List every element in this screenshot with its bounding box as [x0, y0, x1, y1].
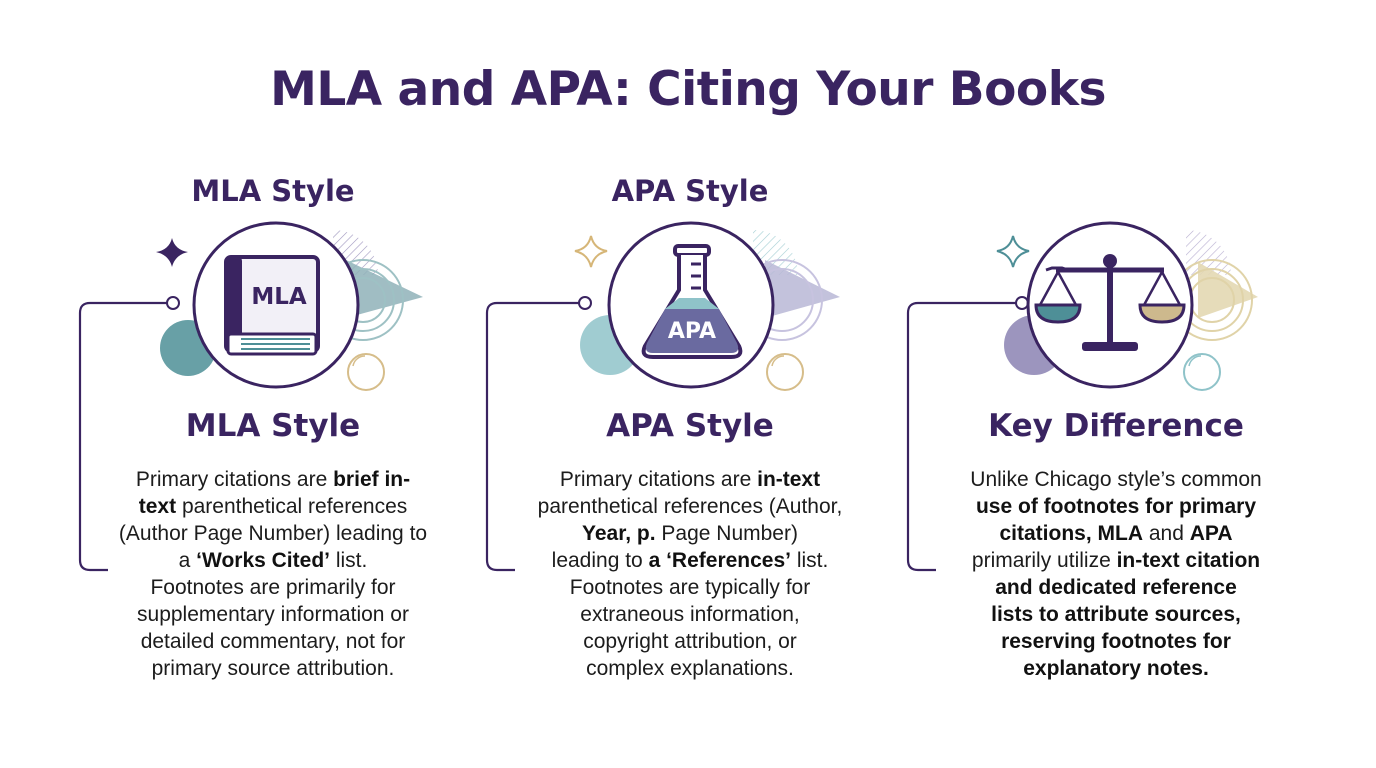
body-line: lists to attribute sources, [906, 601, 1326, 628]
book-icon: MLA [224, 255, 320, 356]
body-text: parenthetical references [176, 495, 408, 518]
bold-text: lists to attribute sources, [991, 603, 1241, 626]
body-line: extraneous information, [485, 601, 895, 628]
body-text: Primary citations are [559, 468, 758, 491]
key-difference-illustration [996, 221, 1258, 391]
bold-text: APA [1189, 522, 1233, 545]
body-text: list. [329, 549, 368, 572]
body-text: leading to [551, 549, 649, 572]
bold-text: brief in- [333, 468, 411, 491]
body-text: (Author Page Number) leading to [118, 522, 428, 545]
column-body: Unlike Chicago style’s common use of foot… [906, 466, 1326, 682]
column-heading: Key Difference [988, 408, 1244, 444]
body-text: Page Number) [655, 522, 798, 545]
body-text: copyright attribution, or [583, 630, 797, 653]
body-text: complex explanations. [586, 657, 794, 680]
body-line: Footnotes are typically for [485, 574, 895, 601]
body-line: complex explanations. [485, 655, 895, 682]
body-line: primarily utilize in-text citation [906, 547, 1326, 574]
body-line: text parenthetical references [78, 493, 468, 520]
column-body: Primary citations are brief in-text pare… [78, 466, 468, 682]
body-line: explanatory notes. [906, 655, 1326, 682]
body-line: Primary citations are brief in- [78, 466, 468, 493]
bold-text: explanatory notes. [1023, 657, 1209, 680]
column-heading: APA Style [606, 408, 774, 444]
body-text: list. [791, 549, 829, 572]
bold-text: in-text citation [1116, 549, 1261, 572]
mla-illustration: MLA [156, 221, 423, 391]
bold-text: ‘Works Cited’ [196, 549, 330, 572]
connector-line [485, 296, 592, 572]
body-line: primary source attribution. [78, 655, 468, 682]
mla-column: MLA MLA Style MLA Style Primary citation… [78, 0, 468, 768]
body-line: and dedicated reference [906, 574, 1326, 601]
body-text: extraneous information, [580, 603, 800, 626]
connector-line [906, 296, 1029, 572]
body-line: parenthetical references (Author, [485, 493, 895, 520]
body-text: parenthetical references (Author, [537, 495, 843, 518]
body-text: Footnotes are primarily for [150, 576, 396, 599]
column-top-heading: MLA Style [191, 174, 355, 208]
body-line: use of footnotes for primary [906, 493, 1326, 520]
body-line: copyright attribution, or [485, 628, 895, 655]
bold-text: in-text [757, 468, 821, 491]
body-text: primarily utilize [971, 549, 1117, 572]
body-line: reserving footnotes for [906, 628, 1326, 655]
body-line: a ‘Works Cited’ list. [78, 547, 468, 574]
bold-text: and dedicated reference [995, 576, 1237, 599]
bold-text: reserving footnotes for [1001, 630, 1231, 653]
apa-illustration: APA [574, 221, 840, 391]
body-line: citations, MLA and APA [906, 520, 1326, 547]
body-line: Unlike Chicago style’s common [906, 466, 1326, 493]
connector-line [78, 296, 180, 572]
flask-icon-label: APA [668, 319, 716, 344]
book-icon-label: MLA [251, 284, 307, 310]
bold-text: citations, MLA [999, 522, 1143, 545]
body-line: Footnotes are primarily for [78, 574, 468, 601]
apa-column: APA APA Style APA Style Primary citation… [485, 0, 895, 768]
bold-text: a ‘References’ [648, 549, 791, 572]
body-text: a [178, 549, 197, 572]
decor-shapes [156, 230, 423, 391]
column-heading: MLA Style [185, 408, 361, 444]
body-text: detailed commentary, not for [140, 630, 406, 653]
body-text: Footnotes are typically for [569, 576, 811, 599]
body-text: and [1143, 522, 1190, 545]
page-title: MLA and APA: Citing Your Books [270, 62, 1106, 117]
key-difference-column: Key Difference Unlike Chicago style’s co… [906, 0, 1326, 768]
body-line: (Author Page Number) leading to [78, 520, 468, 547]
body-line: Year, p. Page Number) [485, 520, 895, 547]
body-line: Primary citations are in-text [485, 466, 895, 493]
body-text: Unlike Chicago style’s common [970, 468, 1262, 491]
body-text: supplementary information or [137, 603, 409, 626]
body-line: supplementary information or [78, 601, 468, 628]
bold-text: text [138, 495, 177, 518]
body-text: Primary citations are [135, 468, 334, 491]
bold-text: Year, p. [582, 522, 656, 545]
body-line: leading to a ‘References’ list. [485, 547, 895, 574]
scales-icon [1034, 254, 1186, 351]
column-top-heading: APA Style [611, 174, 769, 208]
body-line: detailed commentary, not for [78, 628, 468, 655]
body-text: primary source attribution. [151, 657, 395, 680]
bold-text: use of footnotes for primary [975, 495, 1257, 518]
flask-icon: APA [641, 244, 743, 359]
